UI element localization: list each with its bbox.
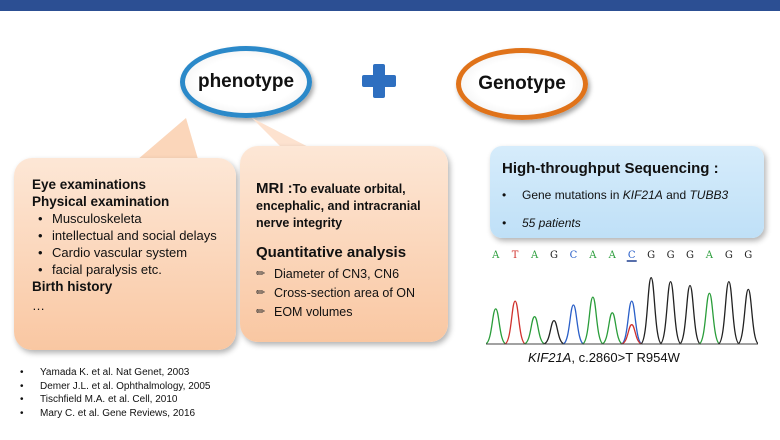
plus-icon	[362, 64, 396, 98]
trace-peak	[562, 304, 585, 345]
trace-peak	[717, 280, 741, 345]
list-item: intellectual and social delays	[38, 227, 232, 244]
reference-item: Demer J.L. et al. Ophthalmology, 2005	[18, 380, 210, 394]
trace-peak	[503, 300, 527, 345]
base-label: C	[570, 250, 578, 261]
base-label: G	[667, 250, 675, 261]
genotype-label: Genotype	[478, 73, 566, 94]
quantitative-list: ✏Diameter of CN3, CN6 ✏Cross-section are…	[256, 265, 442, 322]
sequencing-list: Gene mutations in KIF21A and TUBB3 55 pa…	[500, 186, 728, 242]
mri-bubble	[240, 146, 448, 342]
reference-item: Yamada K. et al. Nat Genet, 2003	[18, 366, 210, 380]
base-label: G	[725, 250, 733, 261]
mri-paragraph: MRI :To evaluate orbital, encephalic, an…	[256, 180, 442, 232]
reference-item: Tischfield M.A. et al. Cell, 2010	[18, 393, 210, 407]
genotype-oval: Genotype	[456, 48, 588, 120]
trace-peak	[581, 296, 605, 345]
list-item: ✏Cross-section area of ON	[256, 284, 442, 303]
list-item: ✏EOM volumes	[256, 303, 442, 322]
base-label: G	[647, 250, 655, 261]
mri-prefix: MRI :	[256, 180, 293, 197]
references-list: Yamada K. et al. Nat Genet, 2003 Demer J…	[18, 366, 210, 420]
trace-peak	[698, 292, 721, 345]
mri-text: To evaluate orbital, encephalic, and int…	[256, 182, 421, 230]
sequencing-title: High-throughput Sequencing :	[502, 160, 719, 177]
phenotype-oval: phenotype	[180, 46, 312, 118]
base-label: C	[628, 250, 636, 261]
phenotype-details: Eye examinations Physical examination Mu…	[32, 176, 232, 314]
pencil-icon: ✏	[256, 306, 266, 318]
trace-peak-secondary	[620, 324, 643, 345]
base-label: A	[705, 250, 714, 261]
trace-peak	[601, 312, 624, 345]
base-label: A	[530, 250, 539, 261]
phenotype-bubble-tail	[130, 118, 200, 166]
base-label: A	[588, 250, 597, 261]
list-item: ✏Diameter of CN3, CN6	[256, 265, 442, 284]
base-label: T	[512, 250, 519, 261]
trace-peak	[659, 280, 682, 345]
phenotype-label: phenotype	[197, 71, 295, 92]
base-label: A	[608, 250, 617, 261]
pencil-icon: ✏	[256, 287, 266, 299]
pencil-icon: ✏	[256, 268, 266, 280]
base-label: G	[550, 250, 558, 261]
trace-peak	[736, 288, 758, 345]
mri-details: MRI :To evaluate orbital, encephalic, an…	[256, 180, 442, 322]
base-label: G	[686, 250, 694, 261]
list-item: Gene mutations in KIF21A and TUBB3	[500, 186, 728, 204]
ellipsis: …	[32, 298, 45, 313]
list-item: Musculoskeleta	[38, 210, 232, 227]
trace-peak	[639, 277, 663, 345]
physical-exam-list: Musculoskeleta intellectual and social d…	[32, 210, 232, 278]
base-label: G	[744, 250, 752, 261]
birth-history-heading: Birth history	[32, 279, 113, 294]
physical-exam-heading: Physical examination	[32, 194, 170, 209]
list-item: 55 patients	[500, 214, 728, 232]
trace-peak	[523, 316, 546, 345]
trace-peak	[486, 308, 507, 345]
trace-peak	[620, 300, 644, 345]
quantitative-title: Quantitative analysis	[256, 244, 407, 261]
list-item: facial paralysis etc.	[38, 261, 232, 278]
base-label: A	[491, 250, 500, 261]
trace-peak	[543, 319, 565, 345]
top-bar	[0, 0, 780, 11]
reference-item: Mary C. et al. Gene Reviews, 2016	[18, 407, 210, 421]
list-item: Cardio vascular system	[38, 244, 232, 261]
eye-exam-heading: Eye examinations	[32, 177, 147, 192]
trace-peak	[678, 284, 702, 345]
chromatogram-caption: KIF21A, c.2860>T R954W	[528, 350, 680, 365]
